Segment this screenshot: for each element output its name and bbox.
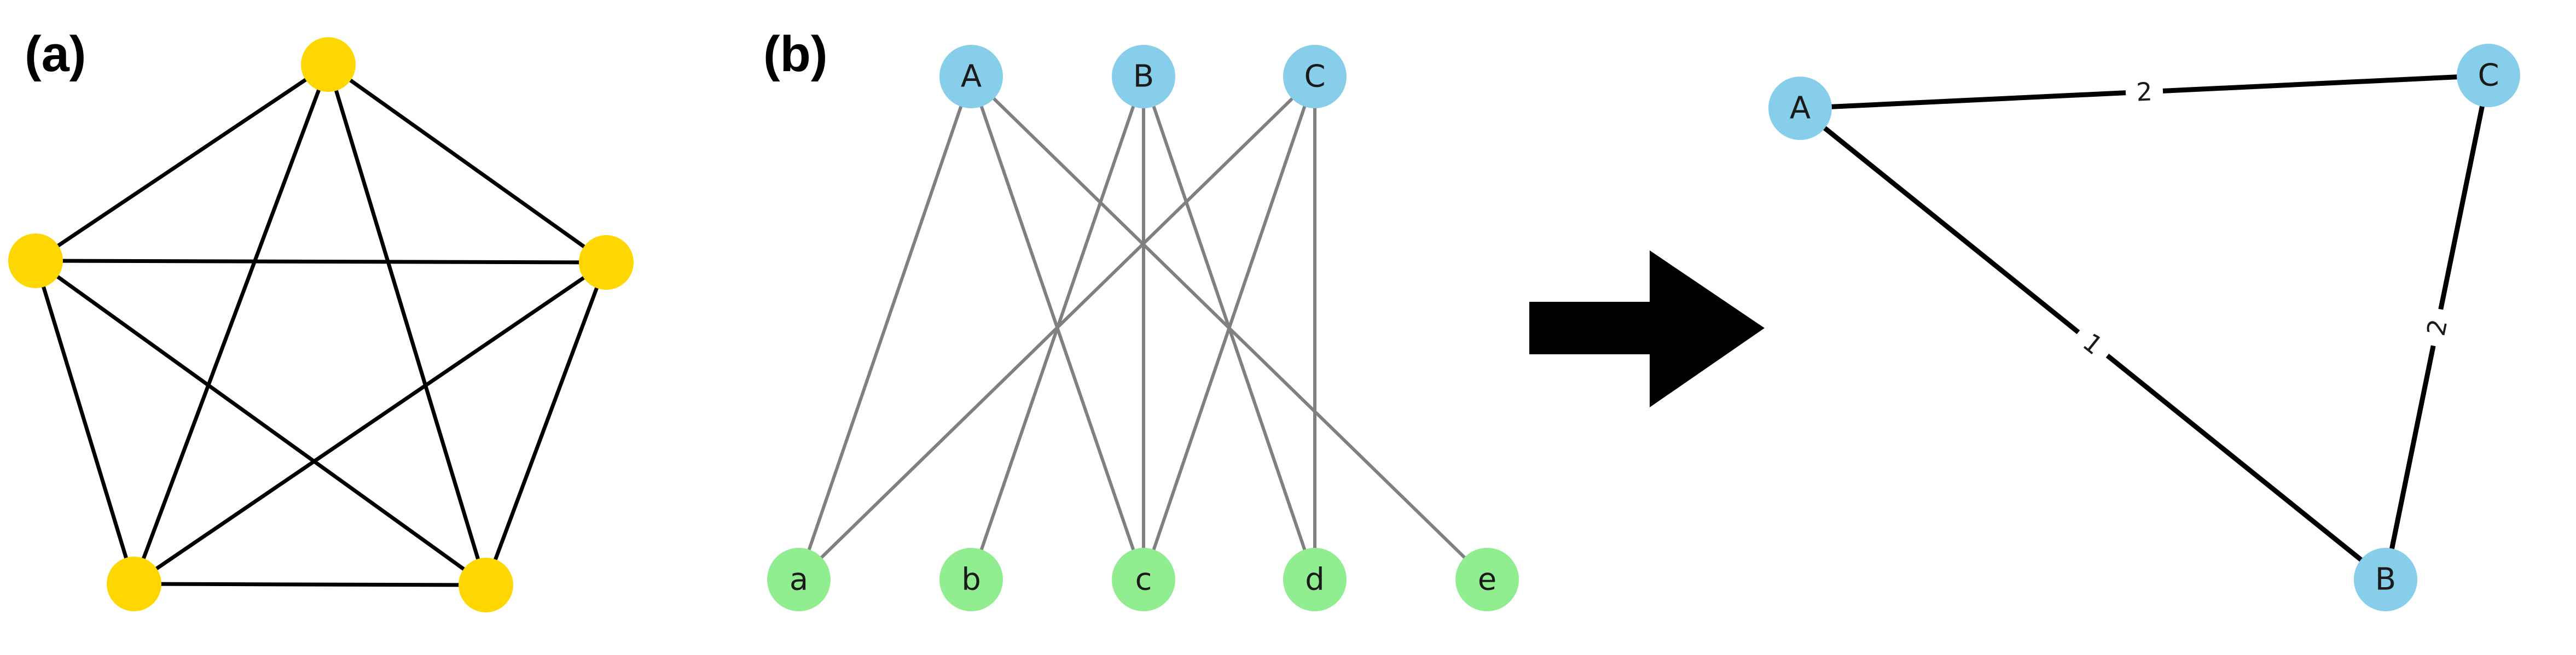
edge-weight-background: [2125, 74, 2164, 109]
bipartite-edge: [797, 75, 1316, 581]
right-arrow-icon: [1529, 250, 1765, 407]
bottom-node-label: b: [961, 562, 981, 598]
bottom-node: [767, 548, 831, 611]
panel-b-label: (b): [763, 26, 827, 82]
projected-node-label: A: [1790, 91, 1811, 126]
bipartite-edge: [797, 76, 973, 580]
complete-edge: [132, 63, 330, 585]
complete-edge: [34, 259, 488, 587]
complete-edge: [326, 63, 488, 586]
bottom-node-label: c: [1135, 562, 1152, 598]
projected-node: [2457, 44, 2520, 107]
complete-node: [459, 558, 513, 612]
complete-node: [301, 37, 356, 92]
edge-weight-background: [2417, 306, 2457, 349]
complete-node: [8, 233, 63, 288]
complete-edge: [34, 63, 329, 262]
complete-edge: [327, 63, 608, 264]
complete-edge: [35, 259, 607, 265]
complete-edge: [134, 582, 486, 587]
bipartite-graph: A B Ca b c d e: [767, 45, 1519, 611]
projected-node-label: C: [2478, 58, 2499, 93]
bottom-node: [939, 548, 1003, 611]
top-node: [939, 45, 1003, 108]
top-node-label: C: [1304, 59, 1325, 95]
complete-edge: [133, 261, 607, 586]
bottom-node-label: a: [790, 562, 808, 598]
projected-node: [1768, 77, 1832, 140]
bottom-node: [1455, 548, 1519, 611]
edge-weight-text: 2: [2136, 77, 2153, 107]
bottom-node: [1283, 548, 1347, 611]
bottom-node: [1112, 548, 1175, 611]
complete-edge: [484, 261, 608, 586]
bipartite-edge: [1142, 76, 1316, 580]
edge-weight-label: 1: [2068, 319, 2118, 369]
projected-node-label: B: [2375, 562, 2396, 598]
edge-weight-background: [2068, 319, 2118, 369]
complete-graph: [8, 37, 634, 612]
edge-weight-label: 2: [2125, 74, 2164, 109]
panel-a-label: (a): [25, 26, 86, 82]
top-node: [1112, 45, 1175, 108]
bottom-node-label: e: [1478, 562, 1496, 598]
top-node: [1283, 45, 1347, 108]
edge-weight-label: 2: [2417, 306, 2457, 349]
top-node-label: B: [1133, 59, 1154, 95]
complete-node: [107, 557, 161, 611]
complete-node: [579, 235, 634, 290]
complete-edge: [33, 260, 136, 585]
projected-graph: 2 1 2 A B C: [1768, 44, 2520, 611]
bottom-node-label: d: [1305, 562, 1325, 598]
top-node-label: A: [961, 59, 982, 95]
projected-node: [2354, 548, 2417, 611]
arrow-shape: [1529, 250, 1765, 407]
